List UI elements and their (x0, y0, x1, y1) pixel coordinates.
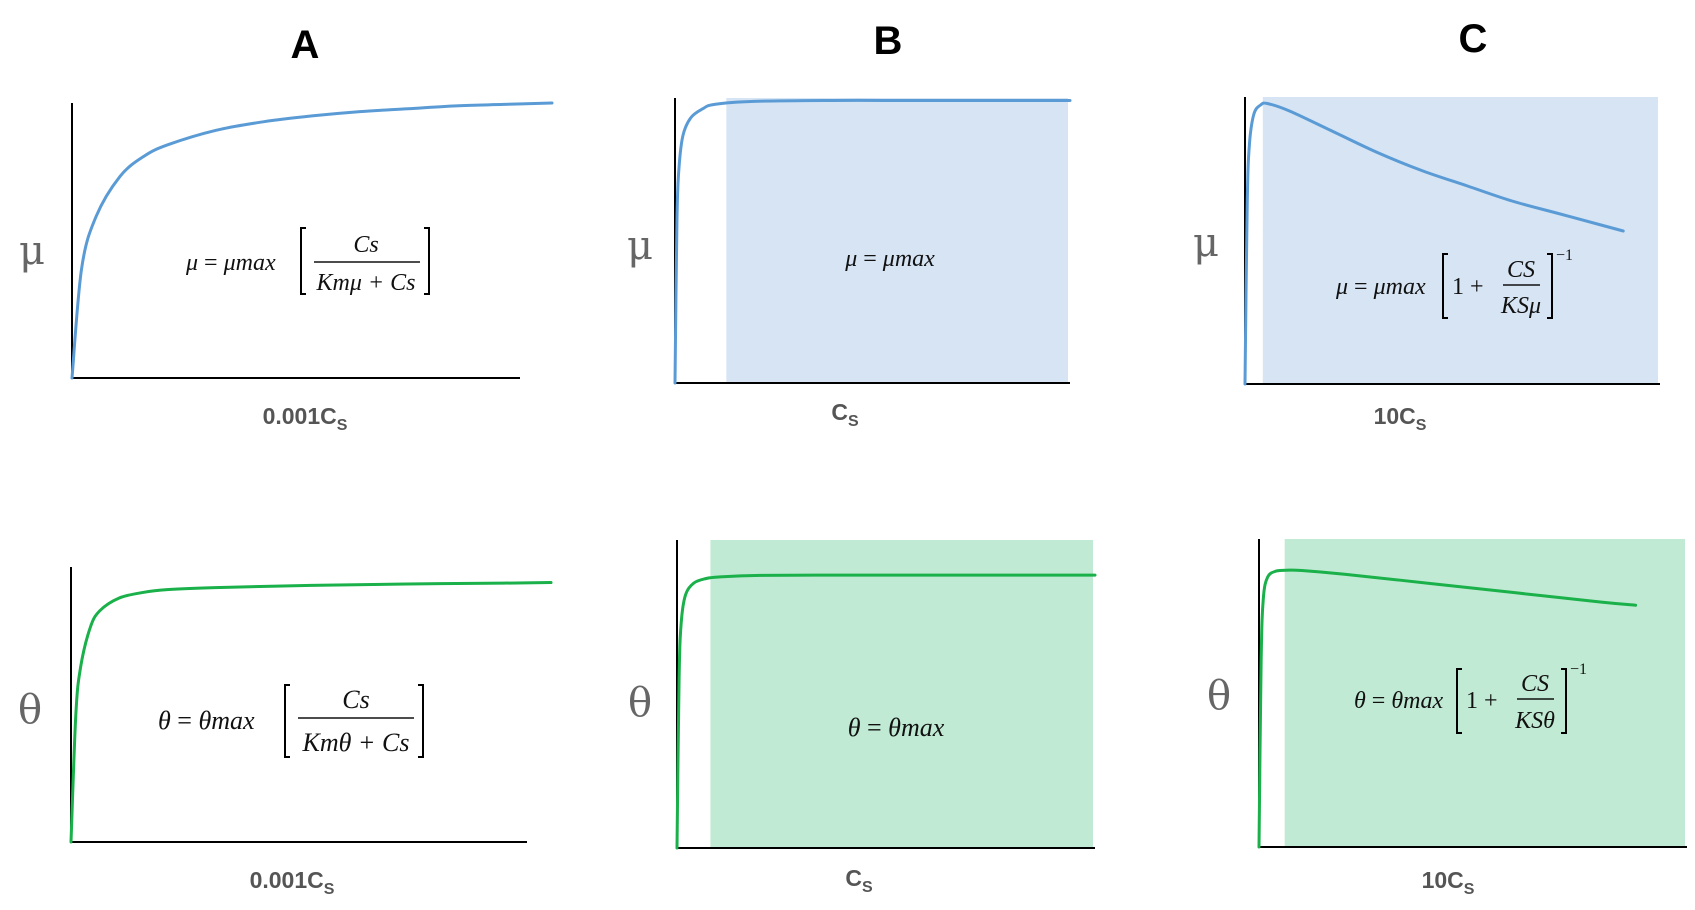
y-axis-label: μ (627, 223, 653, 269)
eq-a-mu-denominator: Kmμ + Cs (316, 270, 416, 296)
y-axis-label: μ (19, 228, 45, 274)
equation-c-theta: θ = θmax 1 + CS KSθ −1 (1354, 661, 1587, 734)
panel-b-mu: μCS (627, 98, 1072, 430)
shaded-region (1262, 97, 1658, 384)
x-axis-label: 0.001CS (263, 403, 348, 434)
mu-series-line (673, 98, 1072, 385)
shaded-region (726, 98, 1068, 383)
panel-b-theta: θCS (628, 540, 1097, 896)
column-title-c: C (1459, 17, 1488, 61)
eq-a-mu-numerator: Cs (353, 232, 378, 258)
mu-series-line (1243, 101, 1625, 386)
equation-c-mu: μ = μmax 1 + CS KSμ −1 (1335, 247, 1573, 319)
svg-text:θ = θmax: θ = θmax (1354, 688, 1443, 714)
eq-c-mu-one: 1 (1452, 274, 1464, 300)
eq-c-mu-exponent: −1 (1556, 247, 1573, 264)
eq-c-theta-one: 1 (1466, 688, 1478, 714)
eq-c-mu-numerator: CS (1507, 257, 1535, 283)
panel-a-mu: μ 0.001CS (19, 101, 554, 434)
eq-a-theta-numerator: Cs (342, 685, 369, 714)
equation-a-mu: μ = μmax Cs Kmμ + Cs (185, 227, 430, 296)
panel-a-theta: θ 0.001CS (18, 567, 553, 898)
x-axis-label: 10CS (1422, 867, 1475, 898)
theta-series-line (69, 581, 553, 844)
svg-text:μ = μmax: μ = μmax (1335, 274, 1426, 300)
column-title-b: B (874, 19, 903, 63)
svg-text:+: + (1484, 688, 1498, 714)
x-axis-label: CS (831, 399, 859, 430)
y-axis-label: μ (1193, 220, 1219, 266)
equation-b-theta: θ = θmax (848, 713, 945, 742)
x-axis-label: 0.001CS (250, 867, 335, 898)
panel-c-mu: μ 10CS (1193, 97, 1660, 434)
eq-a-theta-denominator: Kmθ + Cs (302, 728, 410, 757)
theta-series-line (675, 573, 1097, 850)
equation-a-theta: θ = θmax Cs Kmθ + Cs (158, 684, 424, 758)
eq-c-theta-denominator: KSθ (1514, 708, 1555, 734)
x-axis-label: 10CS (1374, 403, 1427, 434)
y-axis-label: θ (1207, 673, 1231, 719)
svg-text:+: + (1470, 274, 1484, 300)
y-axis-label: θ (628, 680, 652, 726)
x-axis-label: CS (845, 865, 873, 896)
svg-text:θ = θmax: θ = θmax (158, 706, 255, 735)
eq-c-theta-numerator: CS (1521, 671, 1549, 697)
equation-b-mu: μ = μmax (844, 246, 935, 272)
column-title-a: A (291, 23, 320, 67)
panel-c-theta: θ 10CS (1207, 539, 1687, 898)
eq-c-mu-denominator: KSμ (1500, 293, 1541, 319)
eq-c-theta-exponent: −1 (1570, 661, 1587, 678)
theta-series-line (1257, 568, 1638, 849)
y-axis-label: θ (18, 687, 42, 733)
shaded-region (710, 540, 1093, 848)
mu-series-line (70, 101, 554, 380)
svg-text:μ = μmax: μ = μmax (185, 250, 276, 276)
